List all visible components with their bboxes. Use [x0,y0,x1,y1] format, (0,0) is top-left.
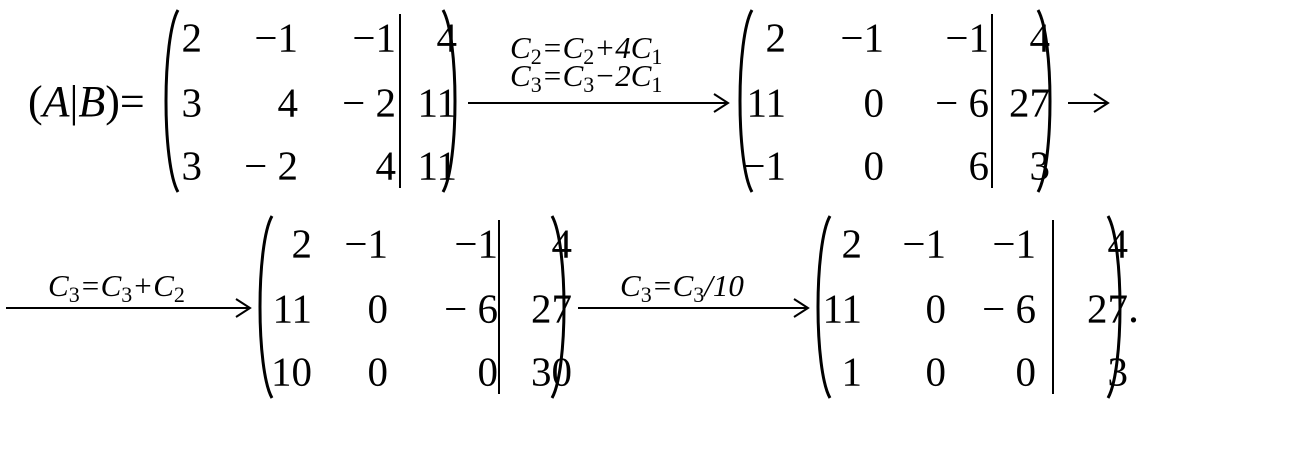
matrix-cell: 10 [271,348,312,395]
matrix-cell: 2 [841,220,863,267]
left-paren [732,8,754,194]
matrix-cell: 0 [367,285,389,332]
right-paren [1036,8,1058,194]
matrix-cell: 0 [1015,348,1037,395]
matrix-cell: 4 [551,220,573,267]
matrix-cell: 3 [1029,142,1051,189]
matrix-cell: 11 [417,142,457,189]
matrix-cell: 1 [841,348,863,395]
augment-divider [498,220,500,394]
matrix-cell: 3 [1107,348,1129,395]
matrix-cell: 3 [181,79,203,126]
matrix-cell: 4 [1029,14,1051,61]
matrix-cell: −1 [840,14,884,61]
matrix-3: 2 −1 −1 4 11 0 − 6 27 10 0 0 30 [252,214,572,400]
transform-arrow-1 [468,92,732,114]
matrix-cell: − 6 [935,79,989,126]
matrix-1: 2 −1 −1 4 3 4 − 2 11 3 − 2 4 11 [158,8,463,194]
continuation-arrow [1068,92,1112,114]
close-paren: ) [105,77,120,126]
augment-bar-symbol: | [69,77,79,126]
right-paren [1106,214,1128,400]
matrix-cell: 2 [291,220,313,267]
transform-arrow-3 [578,297,812,319]
matrix-cell: 27 [1009,79,1050,126]
matrix-cell: 4 [375,142,397,189]
matrix-cell: −1 [945,14,989,61]
row-op-3: C3=C3/10 [620,268,744,307]
equals-sign: = [119,77,145,126]
transform-arrow-2 [6,297,254,319]
matrix-cell: 11 [417,79,457,126]
matrix-cell: 4 [277,79,299,126]
matrix-cell: 11 [272,285,312,332]
matrix-cell: −1 [254,14,298,61]
matrix-cell: −1 [352,14,396,61]
matrix-cell: 3 [181,142,203,189]
matrix-cell: 11 [746,79,786,126]
left-paren [810,214,832,400]
matrix-cell: 6 [968,142,990,189]
matrix-cell: 0 [367,348,389,395]
matrix-cell: − 2 [342,79,396,126]
matrix-cell: − 2 [244,142,298,189]
matrix-cell: 2 [181,14,203,61]
matrix-cell: 11 [822,285,862,332]
matrix-cell: 27 [1087,285,1128,332]
right-paren [550,214,572,400]
row-op-1-line-2: C3=C3−2C1 [510,58,663,97]
matrix-cell: 0 [863,142,885,189]
matrix-cell: −1 [344,220,388,267]
augment-divider [1052,220,1054,394]
matrix-cell: −1 [454,220,498,267]
matrix-cell: −1 [742,142,786,189]
matrix-a-symbol: A [42,77,70,126]
matrix-cell: − 6 [982,285,1036,332]
row-op-1-line-1: C2=C2+4C1 [510,30,663,69]
augment-divider [399,14,401,188]
final-period: . [1128,283,1139,332]
matrix-cell: 4 [436,14,458,61]
matrix-cell: − 6 [444,285,498,332]
matrix-cell: 0 [863,79,885,126]
augmented-matrix-label: (A|B)= [28,80,145,124]
matrix-cell: 30 [531,348,572,395]
matrix-b-symbol: B [78,77,106,126]
row-op-2: C3=C3+C2 [48,268,185,307]
matrix-cell: 27 [531,285,572,332]
matrix-cell: 2 [765,14,787,61]
right-paren [441,8,463,194]
augment-divider [991,14,993,188]
open-paren: ( [28,77,43,126]
matrix-cell: −1 [902,220,946,267]
left-paren [252,214,274,400]
matrix-cell: 4 [1107,220,1129,267]
matrix-4: 2 −1 −1 4 11 0 − 6 27 1 0 0 3 [810,214,1128,400]
matrix-cell: −1 [992,220,1036,267]
left-paren [158,8,180,194]
matrix-cell: 0 [477,348,499,395]
matrix-cell: 0 [925,285,947,332]
matrix-cell: 0 [925,348,947,395]
